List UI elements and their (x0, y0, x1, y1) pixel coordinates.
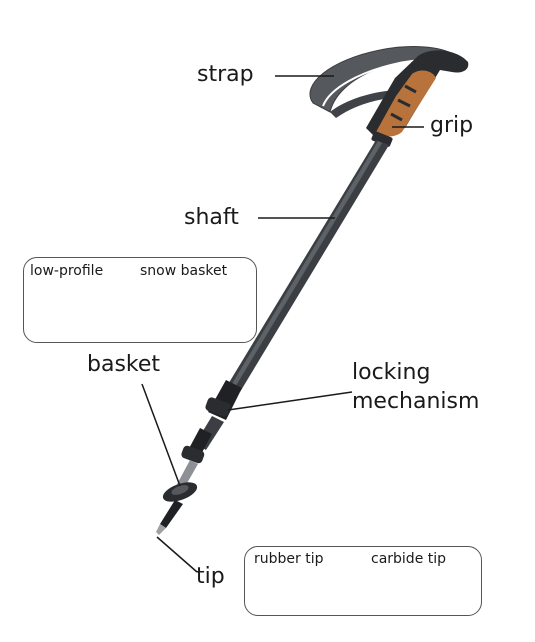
grip-illustration (366, 50, 469, 147)
basket-label: basket (87, 352, 161, 377)
grip-label: grip (430, 113, 474, 138)
shaft-illustration (156, 140, 389, 535)
carbide-tip-label: carbide tip (371, 551, 447, 567)
leader-lines (141, 75, 424, 573)
snow-basket-label: snow basket (140, 263, 228, 279)
shaft-label: shaft (184, 205, 239, 230)
tip-options-box (244, 546, 482, 616)
rubber-tip-label: rubber tip (254, 551, 324, 567)
strap-label: strap (197, 62, 254, 87)
low-profile-label: low-profile (30, 263, 104, 279)
locking-label: locking (352, 360, 431, 385)
mechanism-label: mechanism (352, 389, 480, 414)
basket-options-box (23, 257, 257, 343)
tip-label: tip (196, 564, 225, 589)
